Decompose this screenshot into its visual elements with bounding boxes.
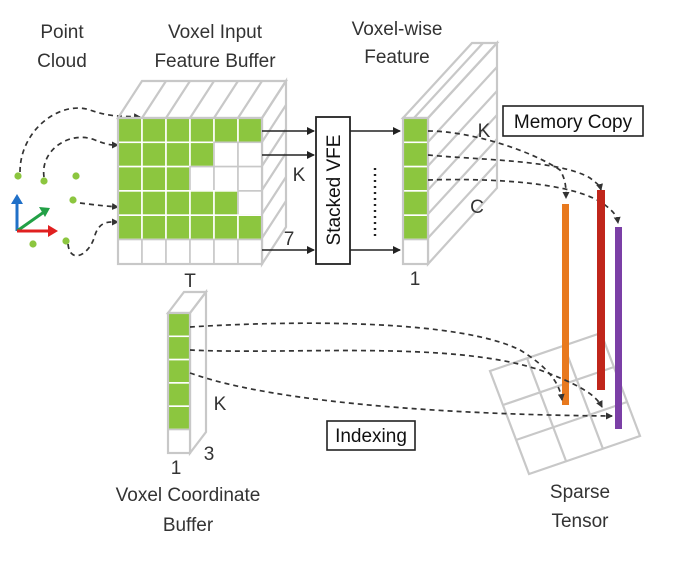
dim-1-coord: 1: [171, 458, 182, 479]
xyz-axes-icon: [11, 194, 58, 237]
empty-cell: [141, 238, 167, 265]
empty-cell: [402, 238, 429, 265]
point: [62, 237, 70, 245]
point-to-buffer-arrows: [19, 107, 141, 257]
filled-cell: [213, 214, 239, 241]
dim-3: 3: [204, 444, 215, 465]
filled-cell: [402, 141, 429, 168]
filled-cell: [117, 141, 143, 168]
filled-cell: [141, 117, 167, 144]
filled-cell: [402, 117, 429, 144]
filled-cell: [213, 117, 239, 144]
filled-cell: [189, 190, 215, 216]
indexing-box: Indexing: [326, 420, 416, 451]
point: [29, 240, 37, 248]
filled-cell: [141, 190, 167, 216]
empty-cell: [237, 165, 263, 192]
filled-cell: [167, 358, 191, 384]
filled-cell: [402, 190, 429, 216]
empty-cell: [237, 238, 263, 265]
filled-cell: [167, 382, 191, 407]
filled-cell: [402, 165, 429, 192]
filled-cell: [165, 165, 191, 192]
empty-cell: [189, 165, 215, 192]
empty-cell: [117, 238, 143, 265]
point: [72, 172, 80, 180]
voxel-input-label-1: Voxel Input: [168, 22, 263, 43]
point: [69, 196, 77, 204]
vfe-to-feature-arrows: [350, 127, 401, 254]
filled-cell: [189, 141, 215, 168]
filled-cell: [167, 312, 191, 338]
empty-cell: [213, 165, 239, 192]
dim-1-feature: 1: [410, 269, 421, 290]
empty-cell: [167, 428, 191, 454]
memory-copy-label: Memory Copy: [514, 112, 633, 133]
point-cloud-label-1: Point: [40, 22, 84, 43]
filled-cell: [237, 117, 263, 144]
filled-cell: [165, 190, 191, 216]
coord-label-1: Voxel Coordinate: [116, 485, 261, 506]
filled-cell: [165, 141, 191, 168]
filled-cell: [117, 117, 143, 144]
filled-cell: [237, 214, 263, 241]
buffer-to-vfe-arrows: [262, 127, 315, 254]
filled-cell: [141, 165, 167, 192]
dim-c: C: [470, 197, 484, 218]
filled-cell: [141, 141, 167, 168]
coord-label-2: Buffer: [163, 515, 214, 536]
point: [40, 177, 48, 185]
stacked-vfe-label: Stacked VFE: [324, 135, 345, 246]
voxel-wise-label-2: Feature: [364, 47, 429, 68]
filled-cell: [141, 214, 167, 241]
stacked-vfe-block: Stacked VFE: [315, 116, 351, 265]
empty-cell: [213, 238, 239, 265]
voxel-coordinate-buffer: [165, 288, 209, 457]
memory-copy-arrows: [427, 130, 621, 224]
memory-copy-box: Memory Copy: [502, 105, 644, 137]
voxel-input-feature-buffer: [115, 77, 289, 268]
indexing-arrows: [189, 322, 613, 420]
filled-cell: [117, 190, 143, 216]
filled-cell: [189, 214, 215, 241]
dim-k-feature: K: [478, 121, 491, 142]
sparse-label-1: Sparse: [550, 482, 610, 503]
filled-cell: [402, 214, 429, 241]
filled-cell: [165, 214, 191, 241]
filled-cell: [117, 165, 143, 192]
empty-cell: [237, 190, 263, 216]
voxel-input-label-2: Feature Buffer: [154, 51, 276, 72]
filled-cell: [189, 117, 215, 144]
indexing-label: Indexing: [335, 426, 407, 447]
empty-cell: [213, 141, 239, 168]
filled-cell: [213, 190, 239, 216]
point-cloud-points: [14, 172, 80, 248]
copied-feature-bar-orange: [562, 204, 569, 405]
point-cloud-label-2: Cloud: [37, 51, 87, 72]
dim-7: 7: [284, 229, 295, 250]
voxel-wise-feature: [400, 40, 500, 267]
filled-cell: [167, 405, 191, 431]
empty-cell: [189, 238, 215, 265]
dim-k-input: K: [293, 165, 306, 186]
copied-feature-bar-red: [597, 190, 605, 390]
filled-cell: [117, 214, 143, 241]
empty-cell: [237, 141, 263, 168]
sparse-label-2: Tensor: [551, 511, 609, 532]
sparse-tensor-bars: [562, 190, 622, 429]
filled-cell: [165, 117, 191, 144]
point: [14, 172, 22, 180]
copied-feature-bar-purple: [615, 227, 622, 429]
dim-k-coord: K: [214, 394, 227, 415]
dim-t: T: [184, 271, 196, 292]
empty-cell: [165, 238, 191, 265]
voxel-wise-label-1: Voxel-wise: [352, 19, 443, 40]
filled-cell: [167, 335, 191, 361]
